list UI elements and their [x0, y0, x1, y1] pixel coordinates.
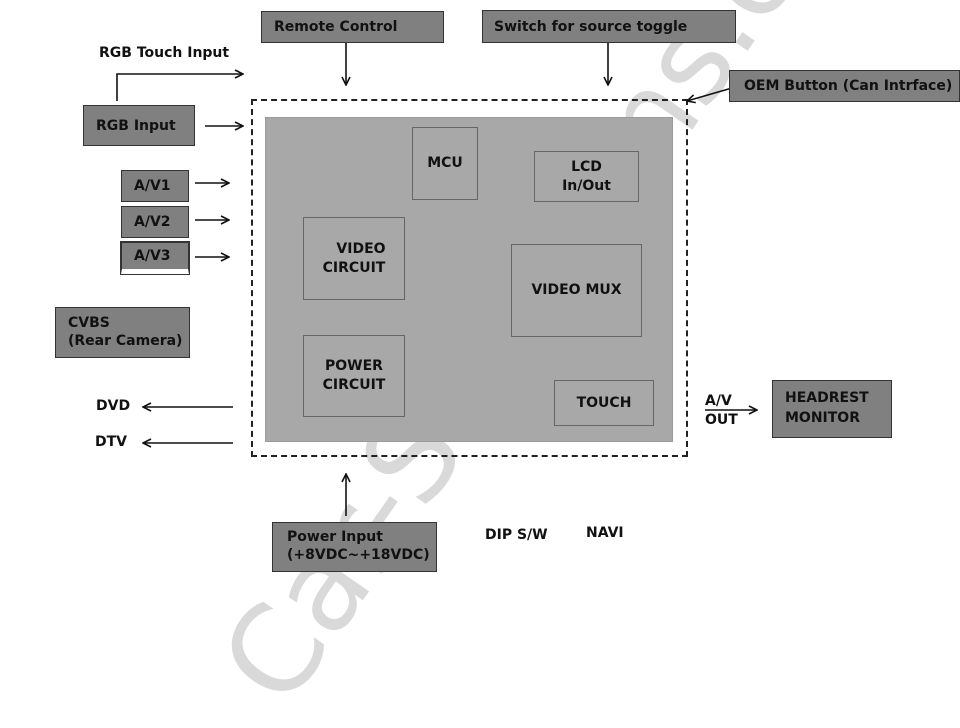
headrest-monitor-box: HEADREST MONITOR: [772, 380, 892, 438]
dvd-label: DVD: [96, 398, 131, 414]
headrest-label: HEADREST: [785, 390, 869, 406]
lcd-io-block: LCD In/Out: [534, 151, 639, 202]
rgb-input-box: RGB Input: [83, 105, 195, 146]
av2-box: A/V2: [121, 206, 189, 238]
av-out-label-bottom: OUT: [705, 412, 738, 428]
power-input-label: Power Input: [287, 529, 383, 545]
lcd-in-out-label: In/Out: [562, 177, 611, 194]
power-circuit-block: POWER CIRCUIT: [303, 335, 405, 417]
touch-label: TOUCH: [576, 394, 632, 411]
oem-button-box: OEM Button (Can Intrface): [729, 70, 960, 102]
av1-box: A/V1: [121, 170, 189, 202]
rear-camera-label: (Rear Camera): [68, 333, 183, 349]
touch-block: TOUCH: [554, 380, 654, 426]
rgb-input-label: RGB Input: [96, 117, 176, 134]
source-toggle-label: Switch for source toggle: [494, 18, 688, 35]
dtv-label: DTV: [95, 434, 128, 450]
module-board: [265, 117, 673, 442]
video-mux-block: VIDEO MUX: [511, 244, 642, 337]
arrow-oem-button: [687, 87, 733, 101]
video-circuit-label-bottom: CIRCUIT: [322, 259, 386, 276]
power-input-box: Power Input (+8VDC~+18VDC): [272, 522, 437, 572]
video-circuit-label-top: VIDEO: [336, 240, 386, 257]
av3-label: A/V3: [134, 248, 171, 264]
navi-label: NAVI: [586, 525, 624, 541]
video-mux-label: VIDEO MUX: [531, 282, 622, 298]
av2-label: A/V2: [134, 214, 171, 230]
rgb-touch-input-label: RGB Touch Input: [99, 45, 230, 61]
module-enclosure-dashed: [251, 99, 688, 457]
arrow-rgb-touch-input: [116, 74, 243, 101]
monitor-label: MONITOR: [785, 410, 860, 426]
cvbs-rear-camera-box: CVBS (Rear Camera): [55, 307, 190, 358]
av1-label: A/V1: [134, 178, 171, 194]
mcu-label: MCU: [427, 155, 463, 171]
source-toggle-box: Switch for source toggle: [482, 10, 736, 43]
power-circuit-label-top: POWER: [325, 358, 383, 374]
av3-box: A/V3: [120, 241, 190, 275]
lcd-label: LCD: [571, 158, 602, 175]
video-circuit-block: VIDEO CIRCUIT: [303, 217, 405, 300]
power-circuit-label-bottom: CIRCUIT: [322, 377, 386, 393]
remote-control-box: Remote Control: [261, 11, 444, 43]
av-out-label-top: A/V: [705, 393, 732, 409]
dip-switch-label: DIP S/W: [485, 527, 548, 543]
mcu-block: MCU: [412, 127, 478, 200]
cvbs-label: CVBS: [68, 315, 110, 331]
oem-button-label: OEM Button (Can Intrface): [744, 78, 953, 94]
remote-control-label: Remote Control: [274, 19, 398, 35]
power-input-voltage-label: (+8VDC~+18VDC): [287, 547, 430, 563]
